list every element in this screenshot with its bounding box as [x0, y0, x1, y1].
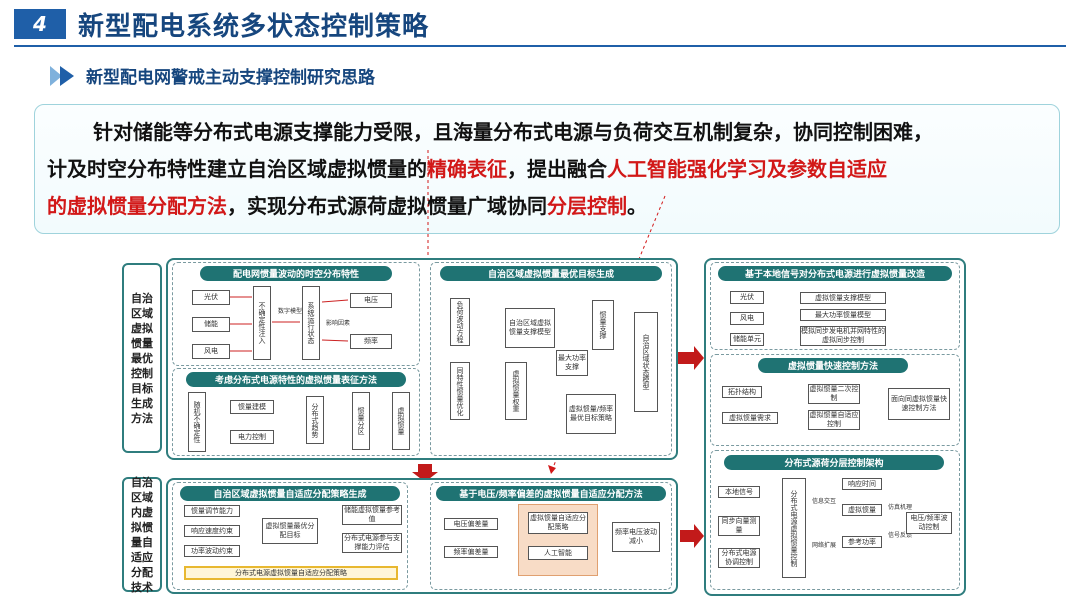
- block-title: 自治区域虚拟惯量自适应分配策略生成: [180, 486, 400, 501]
- header-divider: [14, 45, 1066, 47]
- system-state-box: 系统运行状态: [302, 286, 320, 360]
- frequency-box: 频率: [350, 334, 392, 349]
- pv-box: 光伏: [192, 290, 230, 305]
- random-uncertainty-box: 随机不确定性: [188, 392, 206, 452]
- topology-box: 拓扑结构: [722, 386, 762, 398]
- intro-line-1: 针对储能等分布式电源支撑能力受限，且海量分布式电源与负荷交互机制复杂，协同控制困…: [93, 120, 933, 144]
- max-power-box: 最大功率支撑: [556, 350, 588, 376]
- highlight-precise-characterization: 精确表征: [427, 157, 507, 181]
- response-speed-box: 响应速度约束: [184, 525, 240, 537]
- power-fluctuation-box: 功率波动约束: [184, 545, 240, 557]
- model-support-box: 虚拟惯量支撑模型: [800, 292, 886, 304]
- adaptive-allocation-strategy-box: 虚拟惯量自适应分配策略: [528, 512, 588, 534]
- storage-reference-box: 储能虚拟惯量参考值: [342, 505, 402, 525]
- side-label-adaptive-allocation: 自治区域内虚拟惯量自适应分配技术: [122, 476, 162, 594]
- wind-box: 风电: [192, 344, 230, 359]
- power-control-box: 电力控制: [230, 430, 274, 444]
- label-network-extension: 网络扩展: [812, 542, 837, 549]
- label-signal-feedback: 信号反馈: [888, 532, 913, 539]
- synchrophasor-box: 同步向量测量: [718, 516, 760, 536]
- secondary-control-box: 虚拟惯量二次控制: [808, 384, 860, 404]
- highlight-layered-control: 分层控制: [547, 194, 627, 218]
- block-title: 配电网惯量波动的时空分布特性: [200, 266, 392, 281]
- label-simulation: 仿真机理: [888, 504, 913, 511]
- inertia-weight-box: 虚拟惯量权重: [505, 362, 527, 420]
- load-fluctuation-box: 负荷波动方程: [450, 298, 470, 346]
- page-title: 新型配电系统多状态控制策略: [78, 12, 430, 42]
- block-title: 基于本地信号对分布式电源进行虚拟惯量改造: [718, 266, 952, 281]
- model-vsg-box: 模拟同步发电机并网特性的虚拟同步控制: [800, 326, 886, 346]
- dg-adaptive-strategy-box: 分布式电源虚拟惯量自适应分配策略: [184, 566, 398, 580]
- local-signal-box: 本地信号: [718, 486, 760, 498]
- highlight-ai-rl: 人工智能强化学习及参数自适应: [607, 157, 887, 181]
- block-title: 自治区域虚拟惯量最优目标生成: [440, 266, 662, 281]
- same-characteristic-box: 同特性惯量优化: [450, 362, 470, 420]
- virtual-inertia-box: 虚拟惯量: [842, 504, 882, 516]
- intro-text: 计及时空分布特性建立自治区域虚拟惯量的: [47, 157, 427, 181]
- dg-capability-box: 分布式电源参与支撑能力评估: [342, 533, 402, 553]
- inertia-zone-box: 惯量分区: [352, 392, 370, 450]
- pv-box: 光伏: [730, 291, 764, 304]
- side-label-objective-generation: 自治区域虚拟惯量最优控制目标生成方法: [122, 263, 162, 453]
- chevron-right-icon: [50, 66, 74, 86]
- intro-text: 。: [627, 194, 647, 218]
- frequency-deviation-box: 频率偏差量: [444, 546, 498, 558]
- section-subtitle: 新型配电网警戒主动支撑控制研究思路: [86, 68, 375, 88]
- voltage-deviation-box: 电压偏差量: [444, 518, 498, 530]
- model-maxpower-box: 最大功率惯量模型: [800, 309, 886, 321]
- virtual-inertia-box: 虚拟惯量: [392, 392, 410, 450]
- inertia-demand-box: 虚拟惯量需求: [722, 412, 778, 424]
- region-support-model-box: 自治区域虚拟惯量支撑模型: [505, 308, 555, 348]
- block-title: 虚拟惯量快速控制方法: [758, 358, 908, 373]
- intro-text: ，实现分布式源荷虚拟惯量广域协同: [227, 194, 547, 218]
- response-time-box: 响应时间: [842, 478, 882, 490]
- region-state-model-box: 自治区域状态模型: [634, 312, 658, 412]
- intro-text-box: 针对储能等分布式电源支撑能力受限，且海量分布式电源与负荷交互机制复杂，协同控制困…: [34, 104, 1060, 234]
- block-optimal-target: [430, 262, 672, 456]
- inertia-modeling-box: 惯量建模: [230, 400, 274, 414]
- regulation-capacity-box: 惯量调节能力: [184, 505, 240, 517]
- objective-strategy-box: 虚拟惯量/频率最优目标策略: [566, 394, 616, 434]
- fast-control-result-box: 面向同虚拟惯量快速控制方法: [888, 388, 950, 420]
- section-number-badge: 4: [14, 9, 66, 39]
- storage-unit-box: 储能单元: [730, 333, 764, 346]
- block-title: 分布式源荷分层控制架构: [724, 455, 944, 470]
- vf-reduction-box: 频率电压波动减小: [612, 522, 660, 552]
- block-title: 考虑分布式电源特性的虚拟惯量表征方法: [186, 372, 406, 387]
- label-factors: 影响因素: [326, 320, 351, 327]
- dg-coordination-box: 分布式电源协调控制: [718, 548, 760, 568]
- ai-box: 人工智能: [528, 546, 588, 560]
- storage-box: 储能: [192, 317, 230, 332]
- label-info-exchange: 信息交互: [812, 498, 837, 505]
- highlight-allocation-method: 的虚拟惯量分配方法: [47, 194, 227, 218]
- wind-box: 风电: [730, 312, 764, 325]
- intro-line-3: 的虚拟惯量分配方法，实现分布式源荷虚拟惯量广域协同分层控制。: [47, 193, 647, 219]
- dg-inertia-control-box: 分布式电源虚拟惯量控制: [782, 478, 806, 578]
- optimal-target-box: 虚拟惯量最优分配目标: [262, 518, 318, 544]
- block-arrows: [230, 296, 349, 352]
- intro-line-2: 计及时空分布特性建立自治区域虚拟惯量的精确表征，提出融合人工智能强化学习及参数自…: [47, 156, 887, 182]
- uncertainty-box: 不确定性注入: [253, 286, 271, 360]
- inertia-support-box: 惯量支撑: [592, 300, 614, 350]
- voltage-box: 电压: [350, 293, 392, 308]
- block-title: 基于电压/频率偏差的虚拟惯量自适应分配方法: [436, 486, 666, 501]
- label-digital-model: 数字模型: [278, 308, 303, 315]
- reference-power-box: 参考功率: [842, 536, 882, 548]
- adaptive-control-box: 虚拟惯量自适应控制: [808, 410, 860, 430]
- intro-text: ，提出融合: [507, 157, 607, 181]
- vf-fluctuation-control-box: 电压/频率波动控制: [906, 512, 952, 534]
- distribution-trend-box: 分布式趋势: [306, 396, 324, 444]
